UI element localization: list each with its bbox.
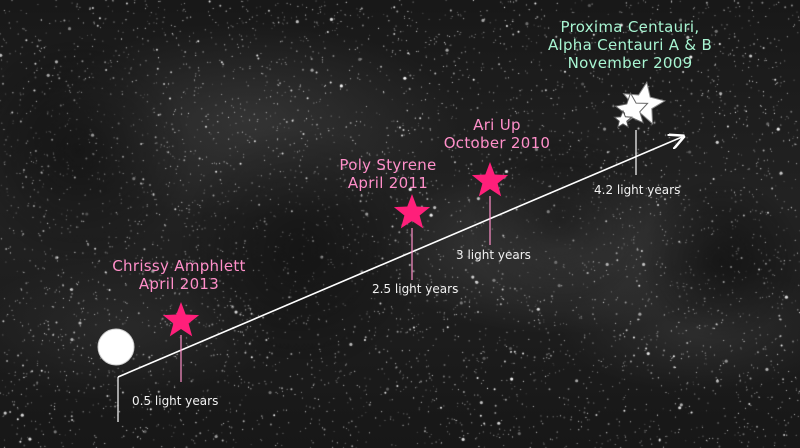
distance-label-ari: 3 light years <box>456 248 531 262</box>
event-name: Poly Styrene <box>339 156 437 174</box>
event-name: Chrissy Amphlett <box>112 257 246 275</box>
event-label-chrissy: Chrissy Amphlett April 2013 <box>104 257 254 293</box>
event-name: Ari Up <box>473 116 521 134</box>
event-date: April 2013 <box>138 275 220 293</box>
sun-circle-icon <box>97 328 135 366</box>
event-date: October 2010 <box>443 134 551 152</box>
event-label-ari: Ari Up October 2010 <box>432 116 562 152</box>
pink-star-icon <box>393 194 431 229</box>
white-star-cluster-icon <box>613 81 667 129</box>
pink-star-icon <box>471 162 509 197</box>
event-date: November 2009 <box>567 54 693 72</box>
event-name-line2: Alpha Centauri A & B <box>547 36 713 54</box>
distance-label-poly: 2.5 light years <box>372 282 459 296</box>
pink-star-icon <box>162 302 200 337</box>
event-name-line1: Proxima Centauri, <box>560 18 700 36</box>
event-label-proxima: Proxima Centauri, Alpha Centauri A & B N… <box>530 18 730 72</box>
distance-label-proxima: 4.2 light years <box>594 183 681 197</box>
event-label-poly: Poly Styrene April 2011 <box>328 156 448 192</box>
timeline-arrow <box>117 137 682 378</box>
distance-label-chrissy: 0.5 light years <box>132 394 219 408</box>
event-date: April 2011 <box>347 174 429 192</box>
